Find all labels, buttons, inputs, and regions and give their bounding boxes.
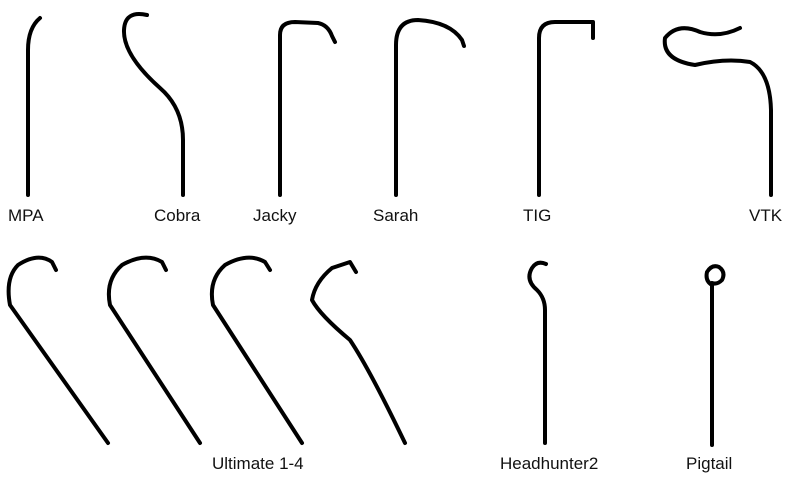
headhunter2-catheter-shape [527,260,548,445]
ultimate-4-catheter-shape [310,260,407,445]
cobra-catheter-shape [121,12,185,197]
cobra-label: Cobra [154,206,201,225]
vtk-label: VTK [749,206,783,225]
headhunter-label: Headhunter2 [500,454,599,473]
pigtail-label: Pigtail [686,454,733,473]
mpa-catheter-shape [26,16,42,197]
tig-catheter-shape [537,20,595,197]
ultimate-3-catheter-shape [209,255,304,445]
pigtail-catheter-shape [704,264,726,447]
jacky-label: Jacky [253,206,297,225]
ultimate-label: Ultimate 1-4 [212,454,304,473]
ultimate-1-catheter-shape [6,255,110,445]
vtk-catheter-shape [662,26,773,197]
sarah-label: Sarah [373,206,419,225]
ultimate-2-catheter-shape [106,255,202,445]
sarah-catheter-shape [394,18,466,197]
tig-label: TIG [523,206,552,225]
jacky-catheter-shape [278,20,337,197]
mpa-label: MPA [8,206,44,225]
